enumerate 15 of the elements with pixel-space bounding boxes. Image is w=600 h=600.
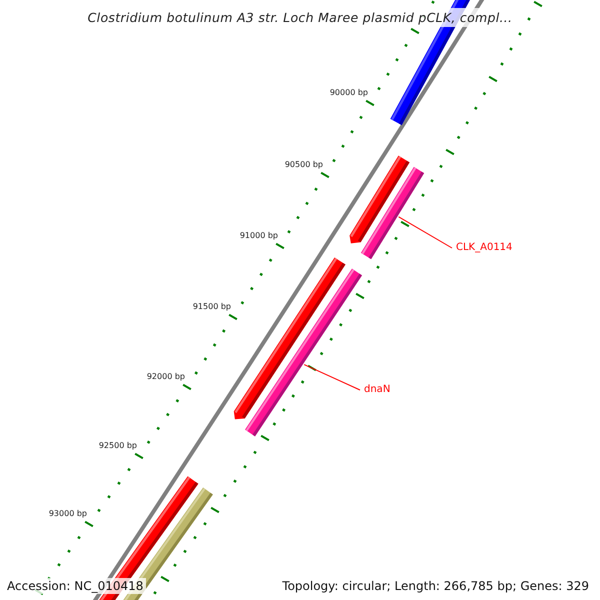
gene-label: CLK_A0114 xyxy=(456,242,512,253)
summary-text: Topology: circular; Length: 266,785 bp; Genes: 329 xyxy=(281,578,590,594)
scale-label: 91500 bp xyxy=(192,302,231,311)
leader-line xyxy=(304,364,360,390)
scale-label: 92500 bp xyxy=(98,441,137,450)
scale-label: 90000 bp xyxy=(330,88,368,97)
scale-label: 90500 bp xyxy=(284,160,323,169)
accession-text: Accession: NC_010418 xyxy=(4,578,146,594)
scale-label: 92000 bp xyxy=(146,372,185,381)
gene-bar xyxy=(360,166,424,260)
gene-label: dnaN xyxy=(364,384,390,395)
leader-line xyxy=(398,216,452,248)
scale-label: 91000 bp xyxy=(240,231,278,240)
scale-label: 93000 bp xyxy=(48,509,87,518)
gene-bar xyxy=(245,268,362,436)
